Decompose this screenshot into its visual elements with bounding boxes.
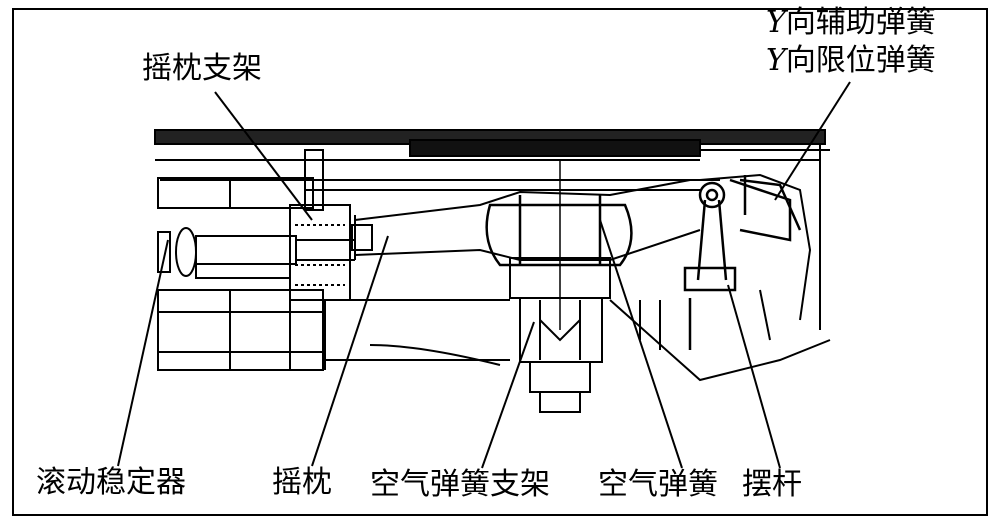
bolster-bracket	[289, 149, 351, 370]
label-y-stop-text: 向限位弹簧	[785, 43, 936, 78]
label-bolster: 摇枕	[272, 465, 332, 500]
label-roll-stabilizer: 滚动稳定器	[36, 465, 186, 500]
label-air-spring-bracket: 空气弹簧支架	[370, 467, 550, 502]
swing-link-assembly	[683, 175, 802, 350]
label-swing-link: 摆杆	[742, 467, 802, 502]
bolster-beam	[351, 179, 701, 261]
leader-lines	[117, 81, 851, 469]
label-y-aux-text: 向辅助弹簧	[785, 5, 936, 40]
label-y-auxiliary-spring: Y向辅助弹簧	[766, 6, 936, 40]
air-spring-bracket	[509, 257, 611, 413]
figure-frame	[12, 8, 988, 516]
label-air-spring: 空气弹簧	[598, 467, 718, 502]
air-spring	[485, 160, 633, 330]
label-y-prefix: Y	[766, 5, 786, 40]
label-bolster-bracket: 摇枕支架	[142, 51, 262, 86]
lower-frame	[325, 299, 510, 366]
label-y-prefix: Y	[766, 43, 786, 78]
label-y-stop-spring: Y向限位弹簧	[766, 44, 936, 78]
roll-stabilizer	[157, 227, 355, 279]
